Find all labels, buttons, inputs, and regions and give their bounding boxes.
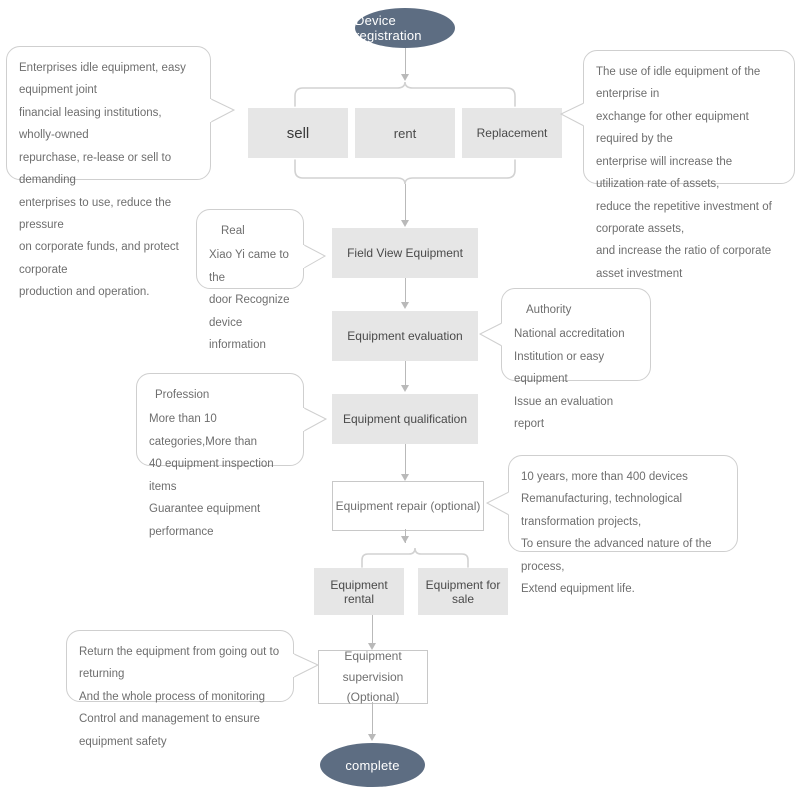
step-box-equipment-repair[interactable]: Equipment repair (optional) bbox=[332, 481, 484, 531]
callout-sell-line-4: enterprises to use, reduce the pressure bbox=[19, 196, 172, 231]
callout-tail-sell bbox=[208, 98, 236, 123]
callout-authority-header: Authority bbox=[526, 304, 572, 316]
step-label-equipment-repair: Equipment repair (optional) bbox=[335, 498, 481, 513]
start-node-device-registration[interactable]: Device registration bbox=[355, 8, 455, 48]
connector-evaluation-to-qualification bbox=[405, 361, 406, 387]
outcome-label-equipment-for-sale: Equipment for sale bbox=[425, 577, 501, 606]
callout-authority-note[interactable]: Authority National accreditation Institu… bbox=[501, 288, 651, 430]
start-node-label: Device registration bbox=[355, 13, 422, 43]
callout-sell-line-3: repurchase, re-lease or sell to demandin… bbox=[19, 151, 172, 187]
arrowhead-evaluation-to-qualification bbox=[401, 385, 409, 392]
callout-repair-line-2: Remanufacturing, technological transform… bbox=[521, 493, 683, 528]
step-box-field-view-equipment[interactable]: Field View Equipment bbox=[332, 228, 478, 278]
option-box-replacement[interactable]: Replacement bbox=[462, 108, 562, 158]
callout-authority-line-3: Issue an evaluation report bbox=[514, 395, 614, 431]
connector-supervision-to-complete bbox=[372, 702, 373, 736]
callout-sell-note[interactable]: Enterprises idle equipment, easy equipme… bbox=[6, 46, 211, 298]
callout-real-header: Real bbox=[221, 225, 245, 237]
callout-profession-header: Profession bbox=[155, 389, 210, 401]
callout-replacement-line-4: reduce the repetitive investment of corp… bbox=[596, 200, 772, 235]
callout-authority-line-1: National accreditation bbox=[514, 328, 625, 341]
option-box-rent[interactable]: rent bbox=[355, 108, 455, 158]
arrowhead-options-to-field-view bbox=[401, 220, 409, 227]
option-label-rent: rent bbox=[393, 125, 417, 141]
option-label-sell: sell bbox=[286, 124, 310, 142]
callout-replacement-line-1: The use of idle equipment of the enterpr… bbox=[596, 66, 761, 101]
arrowhead-supervision-to-complete bbox=[368, 734, 376, 741]
callout-supervision-line-1: Return the equipment from going out to r… bbox=[79, 646, 280, 681]
step-label-equipment-qualification: Equipment qualification bbox=[342, 412, 468, 426]
callout-real-line-1: Xiao Yi came to the bbox=[209, 249, 289, 284]
brace-below-options bbox=[294, 159, 516, 185]
callout-replacement-line-3: enterprise will increase the utilization… bbox=[596, 155, 733, 191]
callout-sell-line-5: on corporate funds, and protect corporat… bbox=[19, 241, 179, 276]
step-box-equipment-qualification[interactable]: Equipment qualification bbox=[332, 394, 478, 444]
end-node-complete[interactable]: complete bbox=[320, 743, 425, 787]
arrowhead-qualification-to-repair bbox=[401, 474, 409, 481]
callout-sell-line-1: Enterprises idle equipment, easy equipme… bbox=[19, 62, 186, 97]
callout-replacement-line-2: exchange for other equipment required by… bbox=[596, 110, 749, 146]
step-label-equipment-evaluation: Equipment evaluation bbox=[347, 329, 463, 343]
callout-sell-line-2: financial leasing institutions, wholly-o… bbox=[19, 106, 162, 142]
callout-tail-replacement bbox=[559, 102, 587, 127]
callout-replacement-note[interactable]: The use of idle equipment of the enterpr… bbox=[583, 50, 795, 302]
callout-repair-line-1: 10 years, more than 400 devices bbox=[521, 471, 688, 483]
callout-real-line-2: door Recognize bbox=[209, 294, 290, 307]
callout-supervision-line-2: And the whole process of monitoring bbox=[79, 690, 266, 703]
step-box-equipment-evaluation[interactable]: Equipment evaluation bbox=[332, 311, 478, 361]
arrowhead-start-to-options bbox=[401, 74, 409, 81]
brace-above-outcomes bbox=[361, 547, 469, 568]
outcome-box-equipment-for-sale[interactable]: Equipment for sale bbox=[418, 568, 508, 615]
connector-qualification-to-repair bbox=[405, 444, 406, 476]
callout-tail-profession bbox=[301, 407, 328, 432]
arrowhead-field-view-to-evaluation bbox=[401, 302, 409, 309]
callout-profession-line-2: 40 equipment inspection items bbox=[149, 458, 274, 493]
supervision-label-line-2: (Optional) bbox=[346, 690, 400, 705]
callout-real-note[interactable]: Real Xiao Yi came to the door Recognize … bbox=[196, 209, 304, 351]
option-box-sell[interactable]: sell bbox=[248, 108, 348, 158]
callout-profession-note[interactable]: Profession More than 10 categories,More … bbox=[136, 373, 304, 538]
callout-repair-line-4: Extend equipment life. bbox=[521, 583, 635, 596]
callout-authority-line-2: Institution or easy equipment bbox=[514, 350, 605, 386]
callout-tail-real bbox=[301, 244, 327, 269]
outcome-box-equipment-rental[interactable]: Equipment rental bbox=[314, 568, 404, 615]
callout-tail-authority bbox=[478, 322, 505, 347]
callout-supervision-line-3: Control and management to ensure equipme… bbox=[79, 713, 260, 748]
connector-rental-to-supervision bbox=[372, 615, 373, 645]
callout-real-line-3: device information bbox=[209, 316, 266, 352]
supervision-label-line-1: Equipment supervision bbox=[342, 649, 404, 684]
callout-repair-note[interactable]: 10 years, more than 400 devices Remanufa… bbox=[508, 455, 738, 595]
callout-tail-supervision bbox=[291, 653, 320, 678]
callout-profession-line-1: More than 10 categories,More than bbox=[149, 413, 258, 448]
option-label-replacement: Replacement bbox=[476, 126, 548, 140]
connector-start-to-options bbox=[405, 48, 406, 76]
connector-field-view-to-evaluation bbox=[405, 278, 406, 304]
end-node-label: complete bbox=[345, 757, 400, 773]
outcome-label-equipment-rental: Equipment rental bbox=[330, 577, 388, 606]
callout-tail-repair bbox=[485, 491, 512, 516]
callout-profession-line-3: Guarantee equipment performance bbox=[149, 503, 261, 538]
callout-supervision-note[interactable]: Return the equipment from going out to r… bbox=[66, 630, 294, 748]
callout-sell-line-6: production and operation. bbox=[19, 286, 150, 299]
arrowhead-repair-to-outcomes bbox=[401, 536, 409, 543]
brace-above-options bbox=[294, 81, 516, 107]
connector-options-to-field-view bbox=[405, 184, 406, 222]
callout-repair-line-3: To ensure the advanced nature of the pro… bbox=[521, 538, 712, 573]
callout-replacement-line-5: and increase the ratio of corporate asse… bbox=[596, 245, 772, 280]
step-label-field-view-equipment: Field View Equipment bbox=[347, 246, 463, 260]
arrowhead-rental-to-supervision bbox=[368, 643, 376, 650]
step-box-equipment-supervision[interactable]: Equipment supervision (Optional) bbox=[318, 649, 428, 705]
